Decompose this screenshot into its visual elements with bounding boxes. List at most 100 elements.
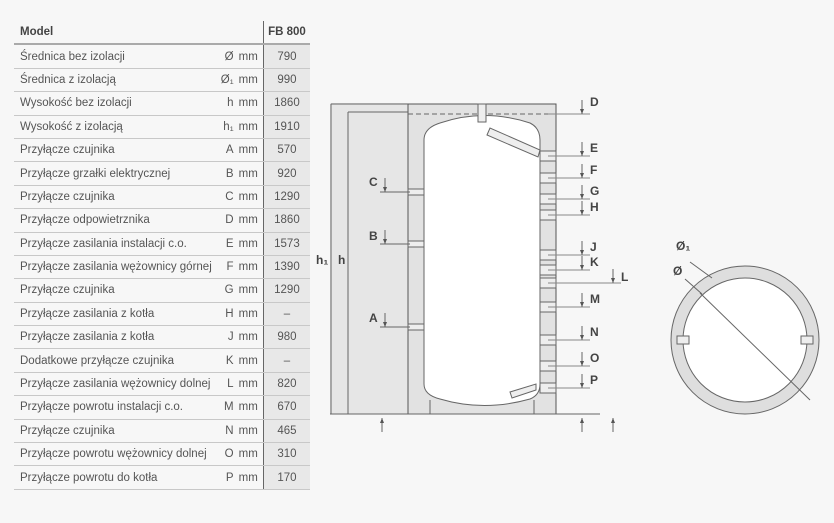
row-value: – — [262, 348, 310, 373]
connection-label-D: D — [590, 95, 599, 109]
row-symbol: A — [211, 138, 234, 163]
row-label: Przyłącze zasilania z kotła — [14, 325, 212, 350]
row-symbol: C — [211, 185, 234, 210]
row-unit: mm — [233, 302, 264, 327]
row-label: Przyłącze powrotu instalacji c.o. — [14, 395, 212, 420]
connection-label-K: K — [590, 255, 599, 269]
row-value: 170 — [262, 465, 310, 490]
row-unit: mm — [233, 395, 264, 420]
row-label: Przyłącze czujnika — [14, 138, 212, 163]
row-unit: mm — [233, 91, 264, 116]
row-value: 570 — [262, 138, 310, 163]
connection-label-E: E — [590, 141, 598, 155]
row-unit: mm — [233, 325, 264, 350]
top-view-inner — [682, 277, 808, 403]
left-connector — [407, 323, 425, 331]
row-unit: mm — [233, 208, 264, 233]
row-unit: mm — [233, 115, 264, 139]
row-value: – — [262, 302, 310, 327]
row-unit: mm — [233, 185, 264, 210]
row-label: Przyłącze odpowietrznika — [14, 208, 212, 233]
row-symbol: L — [211, 372, 234, 397]
row-value: 1390 — [262, 255, 310, 280]
row-value: 670 — [262, 395, 310, 420]
row-symbol: K — [211, 348, 234, 373]
row-value: 1910 — [262, 115, 310, 139]
row-unit: mm — [233, 161, 264, 186]
row-value: 1860 — [262, 91, 310, 116]
row-symbol: O — [211, 442, 234, 467]
row-label: Przyłącze powrotu wężownicy dolnej — [14, 442, 212, 467]
header-model-name: FB 800 — [262, 21, 310, 46]
row-value: 1573 — [262, 232, 310, 256]
row-label: Przyłącze zasilania instalacji c.o. — [14, 232, 212, 256]
row-unit: mm — [233, 465, 264, 490]
row-label: Przyłącze powrotu do kotła — [14, 465, 212, 490]
row-unit: mm — [233, 442, 264, 467]
row-unit: mm — [233, 372, 264, 397]
row-symbol: P — [211, 465, 234, 490]
connection-label-M: M — [590, 292, 600, 306]
connection-label-G: G — [590, 184, 599, 198]
connection-label-J: J — [590, 240, 597, 254]
row-label: Przyłącze czujnika — [14, 278, 212, 303]
connection-label-P: P — [590, 373, 598, 387]
row-symbol: M — [211, 395, 234, 420]
vent-pipe — [477, 103, 487, 123]
row-label: Wysokość z izolacją — [14, 115, 212, 139]
row-value: 1290 — [262, 278, 310, 303]
header-model: Model — [14, 21, 264, 46]
row-value: 1290 — [262, 185, 310, 210]
row-value: 1860 — [262, 208, 310, 233]
row-symbol: J — [211, 325, 234, 350]
height-label-h: h — [338, 253, 345, 267]
row-unit: mm — [233, 44, 264, 69]
row-unit: mm — [233, 419, 264, 444]
left-connector — [407, 240, 425, 248]
row-label: Przyłącze czujnika — [14, 419, 212, 444]
row-label: Przyłącze czujnika — [14, 185, 212, 210]
diameter-label-outer: Ø₁ — [676, 239, 690, 253]
row-symbol: H — [211, 302, 234, 327]
connection-label-C: C — [369, 175, 378, 189]
row-unit: mm — [233, 278, 264, 303]
row-symbol: F — [211, 255, 234, 280]
row-label: Przyłącze zasilania wężownicy dolnej — [14, 372, 212, 397]
row-label: Średnica bez izolacji — [14, 44, 212, 69]
row-label: Przyłącze zasilania z kotła — [14, 302, 212, 327]
connection-label-N: N — [590, 325, 599, 339]
row-label: Wysokość bez izolacji — [14, 91, 212, 116]
row-value: 980 — [262, 325, 310, 350]
height-label-h1: h₁ — [316, 253, 328, 267]
row-symbol: B — [211, 161, 234, 186]
connection-label-A: A — [369, 311, 378, 325]
row-symbol: h₁ — [211, 115, 234, 139]
row-unit: mm — [233, 138, 264, 163]
row-symbol: N — [211, 419, 234, 444]
row-symbol: h — [211, 91, 234, 116]
row-symbol: E — [211, 232, 234, 256]
row-label: Przyłącze grzałki elektrycznej — [14, 161, 212, 186]
row-label: Średnica z izolacją — [14, 68, 212, 93]
row-value: 820 — [262, 372, 310, 397]
row-label: Przyłącze zasilania wężownicy górnej — [14, 255, 212, 280]
